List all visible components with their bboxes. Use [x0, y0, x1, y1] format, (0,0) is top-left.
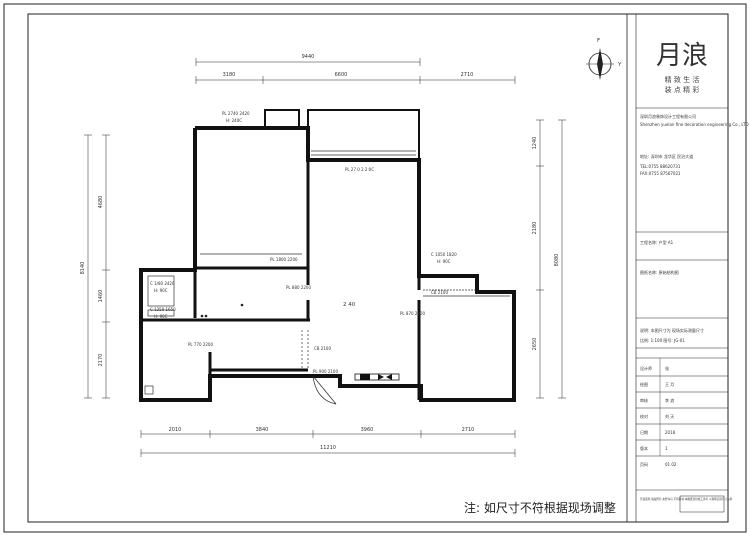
inner-walls [141, 160, 421, 400]
dim-bottom-seg: 3960 [361, 427, 374, 433]
window-note: H: 90C [154, 288, 168, 293]
dimensions-left [84, 134, 110, 399]
sign-row-label: 页码 [640, 461, 648, 467]
room-label: PL 900 2100 [313, 369, 338, 374]
dim-left-seg: 4680 [98, 196, 104, 209]
room-label: PL 880 2200 [286, 285, 311, 290]
title-block: 月浪 精 致 生 活 装 点 精 彩 深圳月浪装饰设计工程有限公司 Shenzh… [626, 14, 749, 522]
window-label: C 1250 1650 [150, 307, 176, 312]
sign-row-label: 校对 [640, 413, 648, 419]
sign-row-value: 2018 [665, 430, 676, 435]
dim-right-overall: 8080 [554, 254, 560, 267]
drawing-note: 说明: 本图尺寸为 现场实际测量尺寸 [640, 327, 704, 333]
sign-row-label: 绘图 [640, 381, 648, 387]
window-note: H: 90C [154, 314, 168, 319]
sign-row-label: 版本 [640, 445, 648, 451]
dim-bottom-overall: 11210 [320, 445, 336, 451]
company-name-en: Shenzhen yuelan fine decoration engineer… [640, 122, 749, 127]
room-label: 2 40 [343, 302, 356, 308]
dim-top-overall: 9440 [302, 54, 315, 60]
inner-frame [27, 13, 729, 523]
sign-row-value: 01 02 [665, 462, 677, 467]
sign-row-value: 1 [665, 446, 668, 451]
dim-bottom-seg: 2010 [169, 427, 182, 433]
north-label: F [597, 38, 600, 44]
dim-left-overall: 8140 [80, 262, 86, 275]
room-label: PL 770 2200 [188, 342, 213, 347]
sign-row-label: 设计师 [640, 365, 652, 371]
sign-row-label: 日期 [640, 429, 648, 435]
drawing-name: 图纸名称: 原始结构图 [640, 269, 679, 275]
logo-text: 月浪 [656, 41, 708, 71]
room-label: CB 2100 [314, 346, 331, 351]
slogan-line-1: 精 致 生 活 [665, 75, 700, 84]
window-label: C 1/80 2420 [150, 281, 175, 286]
north-arrow-icon: F Y [586, 38, 622, 80]
column-dot-icon [204, 314, 208, 318]
footnote: 注: 如尺寸不符根据现场调整 [464, 500, 616, 515]
dim-bottom-seg: 3840 [256, 427, 269, 433]
room-labels: PL 2740 2420 H: 240C PL 27 0 2 2:0C PL 1… [150, 111, 457, 374]
project-name: 工程名称: 户型 A1 [640, 239, 674, 245]
sign-table: 设计师 张 绘图 王 月 审核 李 浪 校对 刘 天 日期 2018 版本 1 … [636, 357, 728, 491]
room-label: PL 27 0 2 2:0C [345, 167, 374, 172]
room-label: PL 870 2200 [400, 311, 425, 316]
meter-box [354, 373, 400, 381]
dim-top-seg: 2710 [461, 72, 474, 78]
room-label: CB 2100 [431, 290, 448, 295]
room-label: PL 1800 2200 [270, 257, 298, 262]
thin-lines [144, 150, 510, 395]
footer-text: 月浪装饰 版权所有 未经许可 不得复制 本图纸仅供施工参考 以现场实际尺寸为准 [640, 497, 733, 501]
sign-row-value: 李 浪 [665, 397, 674, 403]
entry-door [312, 375, 337, 405]
dim-top-seg: 3180 [223, 72, 236, 78]
axis-label: Y [617, 62, 622, 68]
window-label: C 1050 1820 [431, 252, 457, 257]
company-tel: TEL:0755 88620731 [639, 164, 681, 169]
slogan-line-2: 装 点 精 彩 [665, 85, 700, 94]
window-note: H: 90C [437, 259, 451, 264]
column-dot-icon [240, 303, 244, 307]
outer-frame [3, 3, 747, 533]
column-dot-icon [200, 314, 204, 318]
sign-row-value: 王 月 [665, 382, 674, 387]
dimensions-top [195, 58, 516, 84]
company-name: 深圳月浪装饰设计工程有限公司 [640, 113, 696, 119]
room-label: PL 2740 2420 [222, 111, 250, 116]
sign-row-label: 审核 [640, 397, 648, 403]
company-fax: FAX:0755 87567021 [640, 171, 681, 176]
dim-right-seg: 2180 [532, 222, 538, 235]
company-logo: 月浪 精 致 生 活 装 点 精 彩 [656, 41, 708, 94]
dim-right-seg: 1240 [532, 137, 538, 150]
sign-row-value: 张 [665, 365, 669, 371]
dim-bottom-seg: 2710 [462, 427, 475, 433]
dim-left-seg: 2170 [98, 354, 104, 367]
dim-left-seg: 1460 [98, 290, 104, 303]
dimensions-bottom [140, 430, 516, 457]
dim-right-seg: 2650 [532, 338, 538, 351]
drawing-scale: 比例: 1:100 图号: JG-01 [640, 337, 685, 343]
walls [139, 109, 516, 402]
dimensions-right [536, 119, 566, 399]
room-note: H: 240C [226, 118, 242, 123]
company-address: 地址: 深圳市 龙华区 民治大道 [640, 153, 693, 159]
dim-top-seg: 6600 [335, 72, 348, 78]
sign-row-value: 刘 天 [665, 413, 674, 419]
